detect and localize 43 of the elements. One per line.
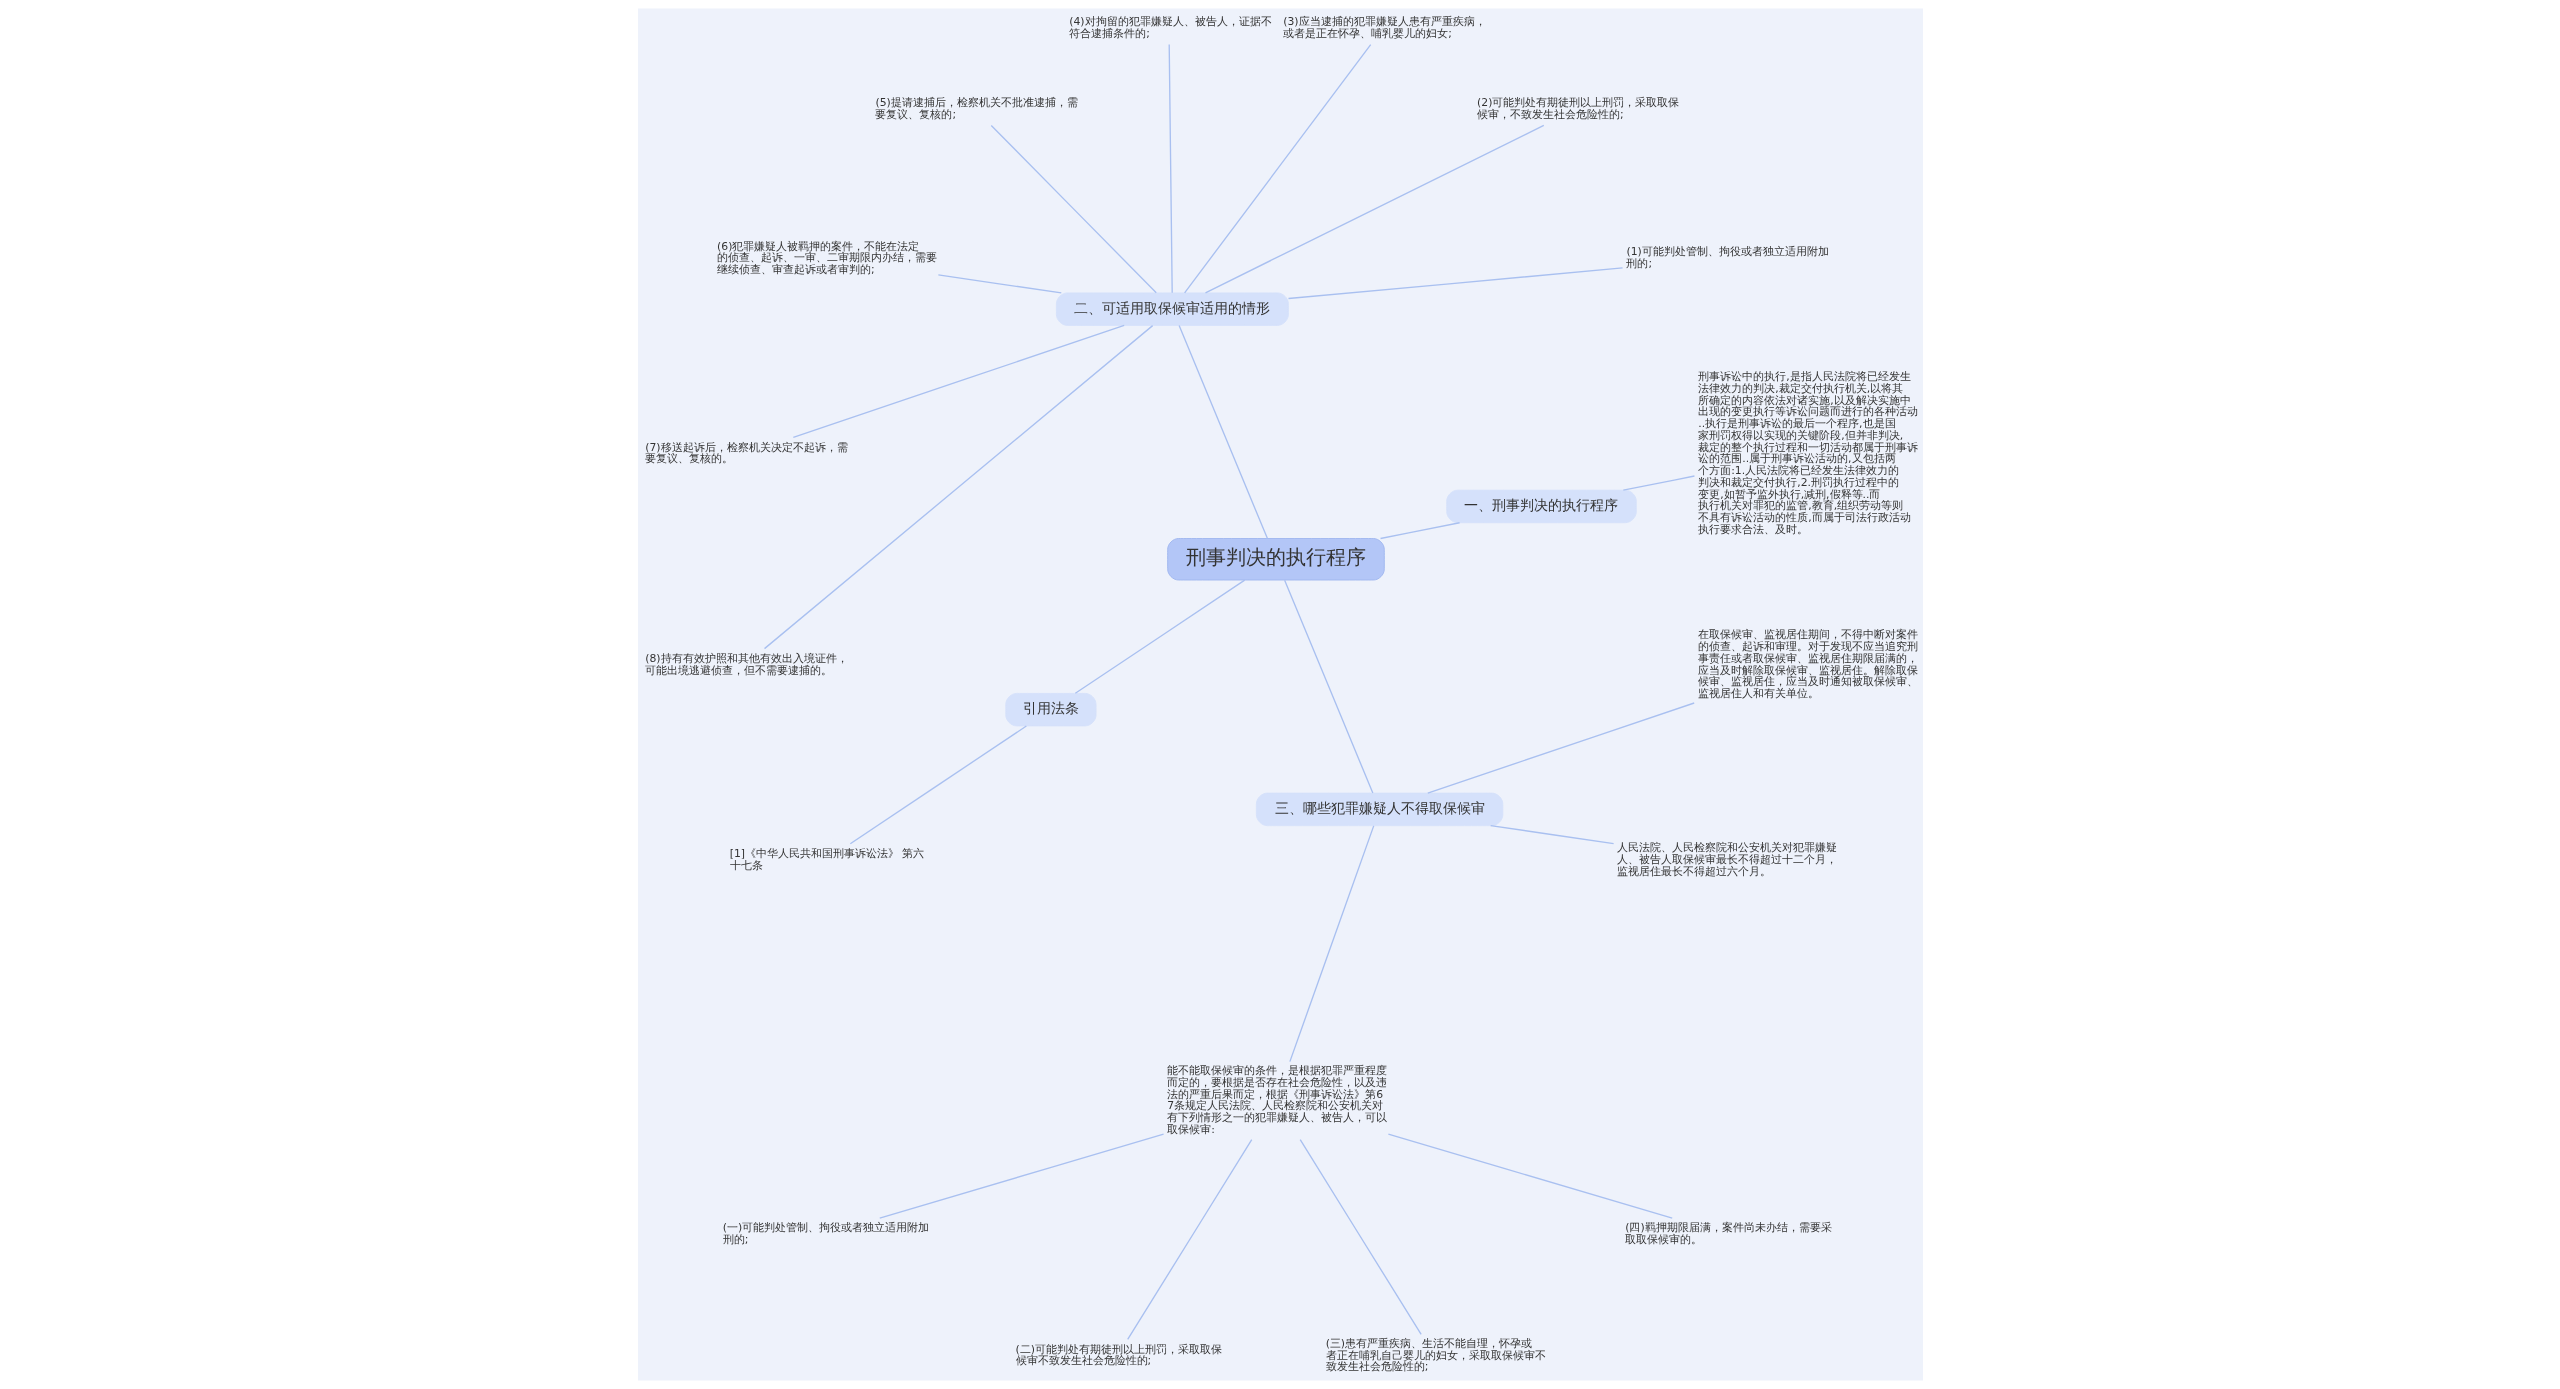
- connector: [763, 324, 1153, 650]
- connector: [990, 124, 1157, 294]
- node-text: (三)患有严重疾病、生活不能自理，怀孕或者正在哺乳自己婴儿的妇女，采取取保候审不致发生社会危险性的;: [1325, 1336, 1546, 1374]
- node-text: (6)犯罪嫌疑人被羁押的案件，不能在法定的侦查、起诉、一审、二审期限内办结，需要继续侦查、审查起诉或者审判的;: [716, 239, 937, 276]
- connector: [1287, 267, 1623, 300]
- connector: [1299, 1139, 1422, 1336]
- connector: [1426, 702, 1695, 794]
- node-text: (4)对拘留的犯罪嫌疑人、被告人，证据不符合逮捕条件的;: [1068, 15, 1272, 40]
- node-text: 人民法院、人民检察院和公安机关对犯罪嫌疑人、被告人取保候审最长不得超过十二个月，监视居住最长不得超过六个月。: [1616, 841, 1837, 878]
- node-text: (5)提请逮捕后，检察机关不批准逮捕，需要复议、复核的;: [874, 96, 1078, 121]
- node-text: [1]《中华人民共和国刑事诉讼法》 第六十七条: [729, 846, 924, 872]
- connector: [1379, 522, 1460, 540]
- node-box: 一、刑事判决的执行程序: [1445, 489, 1637, 524]
- node-text: 能不能取保候审的条件，是根据犯罪严重程度而定的，要根据是否存在社会危险性，以及违法的严重后果而定，根据《刑事诉讼法》第67条规定人民法院、人民检察院和公安机关对有下列情形之一的犯罪嫌疑人、被告人，可以取保候审:: [1166, 1064, 1387, 1136]
- connector: [1074, 579, 1245, 694]
- connector: [1283, 579, 1373, 794]
- connector: [1168, 43, 1173, 294]
- connector: [1177, 324, 1268, 540]
- node-text: (1)可能判处管制、拘役或者独立适用附加刑的;: [1625, 245, 1829, 271]
- node-text: 刑事诉讼中的执行,是指人民法院将已经发生法律效力的判决,裁定交付执行机关,以将其所确定的内容依法对诸实施,以及解决实施中出现的变更执行等诉讼问题而进行的各种活动..执行是刑事诉讼的最后一个程序,也是国家刑罚权得以实现的关键阶段,但并非判决,裁定的整个执行过程和一切活动都属于刑事诉讼的范围..属于刑事诉讼活动的,又包括两个方面:1.人民法院将已经发生法律效力的判决和裁定交付执行,2.刑罚执行过程中的变更,如暂予监外执行,减刑,假释等..而执行机关对罪犯的监管,教育,组织劳动等则不具有诉讼活动的性质,而属于司法行政活动执行要求合法、及时。: [1697, 370, 1918, 536]
- connector: [937, 274, 1062, 294]
- connector: [1126, 1139, 1252, 1341]
- node-box: 引用法条: [1004, 692, 1096, 727]
- node-text: (8)持有有效护照和其他有效出入境证件，可能出境逃避侦查，但不需要逮捕的。: [644, 651, 848, 677]
- connector: [1183, 43, 1371, 294]
- node-text: (3)应当逮捕的犯罪嫌疑人患有严重疾病，或者是正在怀孕、哺乳婴儿的妇女;: [1282, 15, 1486, 40]
- connector: [1387, 1133, 1673, 1219]
- node-text: (二)可能判处有期徒刑以上刑罚，采取取保候审不致发生社会危险性的;: [1015, 1342, 1222, 1368]
- connector: [1288, 825, 1374, 1063]
- node-box: 三、哪些犯罪嫌疑人不得取保候审: [1255, 792, 1503, 827]
- node-text: (一)可能判处管制、拘役或者独立适用附加刑的;: [722, 1221, 929, 1247]
- node-text: (四)羁押期限届满，案件尚未办结，需要采取取保候审的。: [1624, 1221, 1832, 1247]
- node-text: 在取保候审、监视居住期间，不得中断对案件的侦查、起诉和审理。对于发现不应当追究刑事责任或者取保候审、监视居住期限届满的，应当及时解除取保候审、监视居住。解除取保候审、监视居住，应当及时通知被取保候审、监视居住人和有关单位。: [1697, 628, 1918, 701]
- connector: [878, 1133, 1164, 1219]
- connector: [1204, 124, 1544, 294]
- node-box: 刑事判决的执行程序: [1166, 538, 1385, 581]
- node-text: (2)可能判处有期徒刑以上刑罚，采取取保候审，不致发生社会危险性的;: [1476, 96, 1679, 121]
- node-text: (7)移送起诉后，检察机关决定不起诉，需要复议、复核的。: [644, 440, 848, 466]
- connector: [792, 324, 1125, 438]
- connector: [1622, 475, 1695, 491]
- node-box: 二、可适用取保候审适用的情形: [1055, 292, 1289, 326]
- connector: [1489, 824, 1614, 845]
- connector: [849, 725, 1027, 845]
